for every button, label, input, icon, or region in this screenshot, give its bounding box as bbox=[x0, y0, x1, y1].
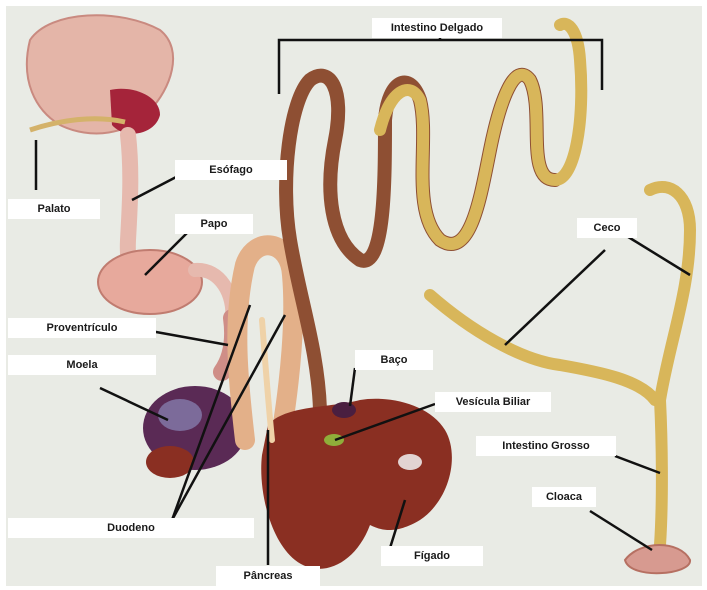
label-proventriculo: Proventrículo bbox=[8, 318, 156, 338]
label-cloaca: Cloaca bbox=[532, 487, 596, 507]
gizzard-highlight bbox=[158, 399, 202, 431]
label-ceco: Ceco bbox=[577, 218, 637, 238]
gizzard-lower-lobe bbox=[146, 446, 194, 478]
label-moela: Moela bbox=[8, 355, 156, 375]
label-esofago: Esófago bbox=[175, 160, 287, 180]
gallbladder-shape bbox=[324, 434, 344, 446]
large-intestine-shape bbox=[660, 400, 662, 545]
label-intestino-delgado: Intestino Delgado bbox=[372, 18, 502, 38]
spleen-shape bbox=[332, 402, 356, 418]
label-duodeno: Duodeno bbox=[8, 518, 254, 538]
label-vesicula-biliar: Vesícula Biliar bbox=[435, 392, 551, 412]
label-baco: Baço bbox=[355, 350, 433, 370]
label-intestino-grosso: Intestino Grosso bbox=[476, 436, 616, 456]
label-pancreas: Pâncreas bbox=[216, 566, 320, 586]
liver-highlight bbox=[398, 454, 422, 470]
label-figado: Fígado bbox=[381, 546, 483, 566]
label-palato: Palato bbox=[8, 199, 100, 219]
label-papo: Papo bbox=[175, 214, 253, 234]
crop-shape bbox=[98, 250, 202, 314]
